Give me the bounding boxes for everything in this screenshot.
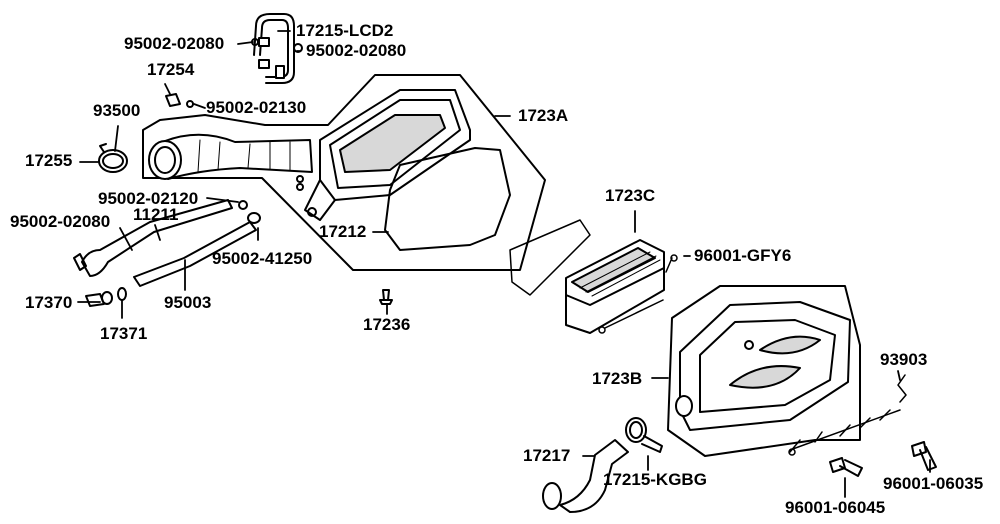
label-1723b: 1723B — [592, 369, 643, 388]
clip-93903 — [897, 374, 907, 403]
label-95002-41250: 95002-41250 — [212, 249, 313, 268]
seal-sheet-part — [509, 219, 591, 296]
clamp-17215-kgbg — [625, 417, 663, 453]
label-96001-gfy6: 96001-GFY6 — [694, 246, 792, 265]
filter-cartridge-part — [565, 239, 665, 334]
label-95002-02080-left: 95002-02080 — [10, 212, 111, 231]
clip-95002-02120 — [238, 200, 248, 210]
drain-plug-part — [85, 287, 127, 307]
breather-hose-part — [73, 199, 233, 277]
group-outline-1723a — [142, 74, 546, 271]
label-95002-02080-right: 95002-02080 — [306, 41, 407, 60]
label-17236: 17236 — [363, 315, 411, 334]
label-17215-lcd2: 17215-LCD2 — [296, 21, 394, 40]
intake-duct-part — [148, 133, 313, 180]
bolt-96001-06035 — [911, 441, 937, 471]
air-cleaner-case-upper — [296, 89, 471, 221]
leader-lines — [77, 30, 931, 498]
bolt-96001-06045 — [829, 457, 863, 477]
breather-tube-part — [253, 13, 295, 84]
label-96001-06045: 96001-06045 — [785, 498, 886, 517]
filter-element-part — [384, 147, 511, 251]
intake-hose-17217 — [542, 439, 629, 513]
hose-95003-part — [133, 212, 261, 287]
label-17217: 17217 — [523, 446, 571, 465]
air-cleaner-cover-part — [675, 301, 851, 431]
label-95002-02080-top: 95002-02080 — [124, 34, 225, 53]
label-96001-06035: 96001-06035 — [883, 474, 984, 493]
group-outline-1723b — [667, 285, 861, 457]
label-95002-02120: 95002-02120 — [98, 189, 199, 208]
label-93500: 93500 — [93, 101, 141, 120]
drain-nipple-part — [165, 93, 194, 108]
label-1723c: 1723C — [605, 186, 656, 205]
pin-17236 — [379, 289, 393, 305]
label-95003: 95003 — [164, 293, 212, 312]
label-93903: 93903 — [880, 350, 928, 369]
screw-96001-gfy6 — [598, 254, 678, 334]
label-17371: 17371 — [100, 324, 148, 343]
label-17212: 17212 — [319, 222, 367, 241]
screw-row-part — [788, 409, 901, 456]
hose-clamp-band-part — [98, 143, 128, 173]
label-1723a: 1723A — [518, 106, 569, 125]
label-17255: 17255 — [25, 151, 73, 170]
label-17370: 17370 — [25, 293, 73, 312]
label-11211: 11211 — [133, 205, 179, 224]
label-17215-kgbg: 17215-KGBG — [603, 470, 707, 489]
label-17254: 17254 — [147, 60, 195, 79]
label-95002-02130: 95002-02130 — [206, 98, 307, 117]
